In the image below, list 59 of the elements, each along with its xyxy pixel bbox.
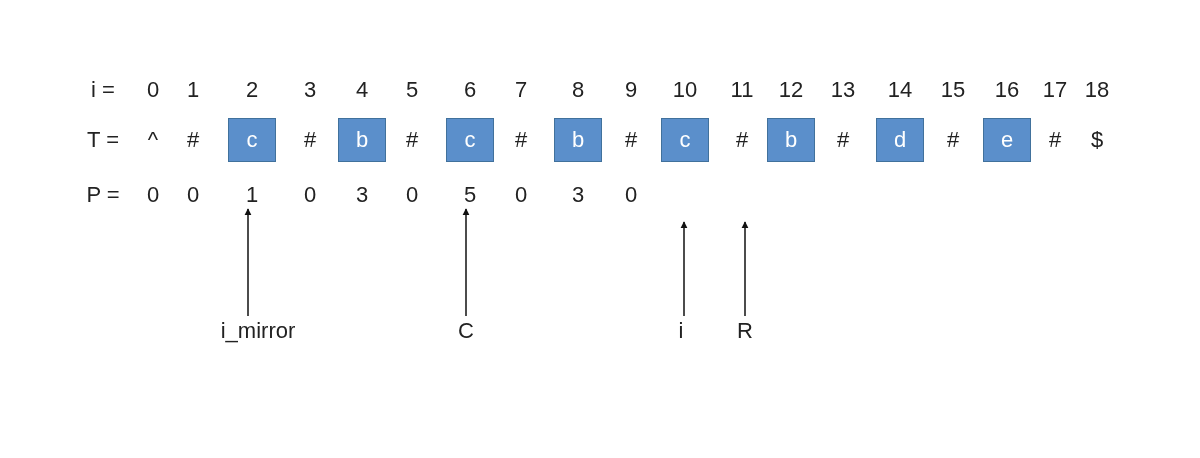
text-label: ^	[147, 129, 159, 151]
text-label: #	[624, 129, 638, 151]
text-label: 17	[1042, 79, 1068, 101]
text-label: #	[186, 129, 200, 151]
arrow	[680, 221, 688, 317]
text-label: 0	[514, 184, 528, 206]
pointer-label: R	[737, 320, 753, 342]
text-label: 6	[463, 79, 477, 101]
text-label: 9	[624, 79, 638, 101]
text-label: 12	[778, 79, 804, 101]
text-label: 0	[624, 184, 638, 206]
text-label: #	[405, 129, 419, 151]
character-box: b	[767, 118, 815, 162]
text-label: 3	[571, 184, 585, 206]
text-label: 14	[887, 79, 913, 101]
arrow	[741, 221, 749, 317]
text-label: $	[1090, 129, 1104, 151]
text-label: #	[946, 129, 960, 151]
text-label: #	[1048, 129, 1062, 151]
pointer-label: i_mirror	[220, 320, 296, 342]
pointer-label: C	[458, 320, 474, 342]
text-label: 2	[245, 79, 259, 101]
text-label: 1	[186, 79, 200, 101]
text-label: 10	[672, 79, 698, 101]
arrow	[244, 208, 252, 317]
text-label: 16	[994, 79, 1020, 101]
text-label: #	[303, 129, 317, 151]
text-label: T =	[87, 129, 119, 151]
text-label: #	[836, 129, 850, 151]
text-label: 7	[514, 79, 528, 101]
text-label: 0	[146, 79, 160, 101]
text-label: i =	[91, 79, 115, 101]
text-label: 18	[1084, 79, 1110, 101]
text-label: 5	[463, 184, 477, 206]
text-label: 0	[186, 184, 200, 206]
text-label: P =	[86, 184, 120, 206]
text-label: 11	[730, 79, 754, 101]
character-box: c	[446, 118, 494, 162]
character-box: c	[661, 118, 709, 162]
character-box: c	[228, 118, 276, 162]
text-label: #	[735, 129, 749, 151]
text-label: 5	[405, 79, 419, 101]
text-label: #	[514, 129, 528, 151]
text-label: 3	[355, 184, 369, 206]
text-label: 13	[830, 79, 856, 101]
character-box: d	[876, 118, 924, 162]
text-label: 8	[571, 79, 585, 101]
character-box: b	[338, 118, 386, 162]
text-label: 0	[303, 184, 317, 206]
text-label: 4	[355, 79, 369, 101]
text-label: 1	[245, 184, 259, 206]
character-box: b	[554, 118, 602, 162]
text-label: 0	[405, 184, 419, 206]
pointer-label: i	[678, 320, 684, 342]
text-label: 3	[303, 79, 317, 101]
character-box: e	[983, 118, 1031, 162]
arrow	[462, 208, 470, 317]
text-label: 15	[940, 79, 966, 101]
text-label: 0	[146, 184, 160, 206]
